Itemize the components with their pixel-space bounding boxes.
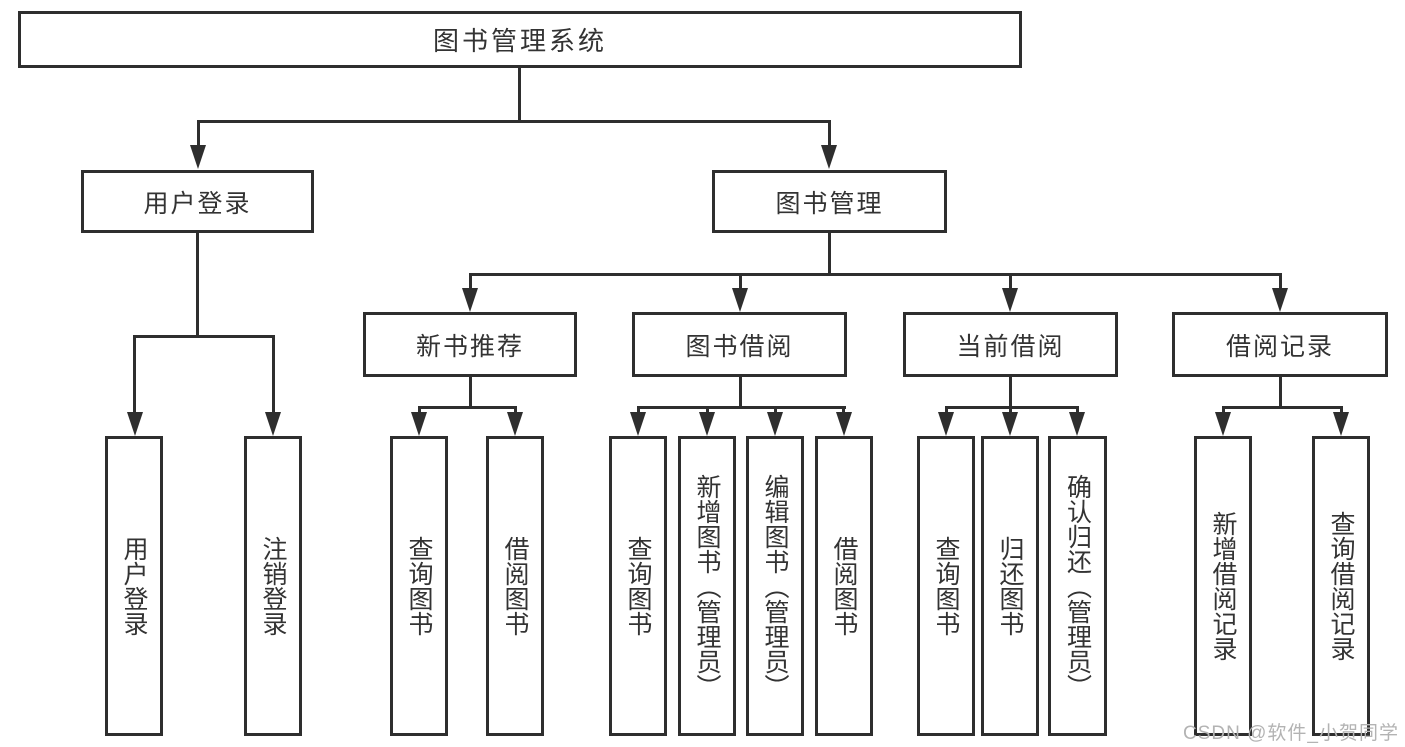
connector-line — [1222, 406, 1225, 416]
arrow-down-icon — [507, 412, 523, 436]
connector-line — [637, 406, 846, 409]
node-root: 图书管理系统 — [18, 11, 1022, 68]
node-leaf-user-login: 用户登录 — [105, 436, 163, 736]
connector-line — [1279, 377, 1282, 409]
connector-line — [469, 377, 472, 409]
arrow-down-icon — [1002, 412, 1018, 436]
node-user-login: 用户登录 — [81, 170, 314, 233]
node-leaf-confirm-return-admin: 确认归还（管理员） — [1048, 436, 1107, 736]
connector-line — [739, 377, 742, 409]
connector-line — [418, 406, 517, 409]
connector-line — [828, 120, 831, 146]
arrow-down-icon — [821, 145, 837, 169]
leaf-label: 查询借阅记录 — [1327, 511, 1355, 661]
connector-line — [518, 68, 521, 120]
node-leaf-edit-books-admin: 编辑图书（管理员） — [746, 436, 804, 736]
leaf-label: 查询图书 — [405, 536, 433, 636]
arrow-down-icon — [630, 412, 646, 436]
arrow-down-icon — [836, 412, 852, 436]
connector-line — [1279, 273, 1282, 290]
arrow-down-icon — [1002, 288, 1018, 312]
leaf-label: 用户登录 — [120, 536, 148, 636]
connector-line — [1340, 406, 1343, 416]
leaf-label: 借阅图书 — [830, 536, 858, 636]
connector-line — [1076, 406, 1079, 416]
leaf-label: 确认归还（管理员） — [1063, 473, 1092, 699]
arrow-down-icon — [1069, 412, 1085, 436]
csdn-watermark: CSDN @软件_小贺同学 — [1183, 723, 1399, 744]
node-leaf-add-borrow-record: 新增借阅记录 — [1194, 436, 1252, 736]
node-leaf-add-books-admin: 新增图书（管理员） — [678, 436, 736, 736]
leaf-label: 编辑图书（管理员） — [761, 473, 789, 699]
connector-line — [1009, 406, 1012, 416]
leaf-label: 查询图书 — [932, 536, 960, 636]
connector-line — [514, 406, 517, 416]
arrow-down-icon — [1272, 288, 1288, 312]
arrow-down-icon — [732, 288, 748, 312]
arrow-down-icon — [938, 412, 954, 436]
connector-line — [637, 406, 640, 416]
connector-line — [469, 273, 1282, 276]
node-current-borrow: 当前借阅 — [903, 312, 1118, 377]
connector-line — [828, 233, 831, 275]
connector-line — [774, 406, 777, 416]
arrow-down-icon — [1215, 412, 1231, 436]
node-leaf-borrow-books-2: 借阅图书 — [815, 436, 873, 736]
node-leaf-query-books-3: 查询图书 — [917, 436, 975, 736]
leaf-label: 借阅图书 — [501, 536, 529, 636]
arrow-down-icon — [462, 288, 478, 312]
connector-line — [197, 120, 831, 123]
arrow-down-icon — [699, 412, 715, 436]
connector-line — [196, 233, 199, 337]
arrow-down-icon — [767, 412, 783, 436]
connector-line — [842, 406, 845, 416]
node-borrow-records: 借阅记录 — [1172, 312, 1388, 377]
node-leaf-query-borrow-record: 查询借阅记录 — [1312, 436, 1370, 736]
arrow-down-icon — [411, 412, 427, 436]
node-leaf-logout: 注销登录 — [244, 436, 302, 736]
connector-line — [133, 335, 275, 338]
connector-line — [945, 406, 948, 416]
connector-line — [272, 335, 275, 414]
connector-line — [1009, 377, 1012, 409]
node-leaf-query-books-2: 查询图书 — [609, 436, 667, 736]
connector-line — [1222, 406, 1343, 409]
arrow-down-icon — [190, 145, 206, 169]
connector-line — [197, 120, 200, 146]
node-leaf-query-books-1: 查询图书 — [390, 436, 448, 736]
leaf-label: 注销登录 — [259, 536, 287, 636]
leaf-label: 查询图书 — [624, 536, 652, 636]
arrow-down-icon — [1333, 412, 1349, 436]
arrow-down-icon — [265, 412, 281, 436]
node-book-management: 图书管理 — [712, 170, 947, 233]
node-leaf-borrow-books-1: 借阅图书 — [486, 436, 544, 736]
connector-line — [133, 335, 136, 414]
connector-line — [739, 273, 742, 290]
node-new-book-recommend: 新书推荐 — [363, 312, 577, 377]
node-book-borrow: 图书借阅 — [632, 312, 847, 377]
node-leaf-return-books: 归还图书 — [981, 436, 1039, 736]
connector-line — [945, 406, 1079, 409]
connector-line — [469, 273, 472, 290]
arrow-down-icon — [127, 412, 143, 436]
connector-line — [1009, 273, 1012, 290]
leaf-label: 归还图书 — [996, 536, 1024, 636]
connector-line — [706, 406, 709, 416]
connector-line — [418, 406, 421, 416]
leaf-label: 新增借阅记录 — [1209, 511, 1237, 661]
leaf-label: 新增图书（管理员） — [693, 473, 721, 699]
